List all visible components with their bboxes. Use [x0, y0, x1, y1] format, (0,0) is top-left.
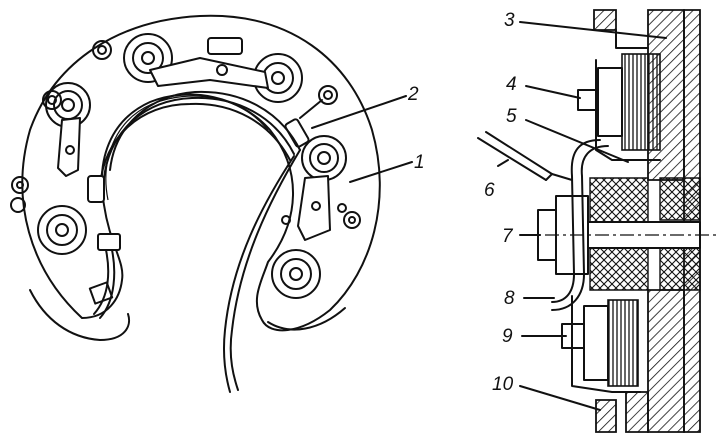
callout-1: 1: [414, 152, 425, 173]
leader-2: [311, 95, 407, 129]
diode-2: [37, 205, 87, 255]
insulator: [589, 177, 701, 291]
callout-8: 8: [504, 288, 515, 309]
leaders: [497, 21, 667, 411]
leader-1: [349, 161, 413, 183]
callout-5: 5: [506, 106, 517, 127]
plate-upper: [593, 9, 617, 31]
wiring-harness: [87, 90, 301, 251]
diode-3: [123, 33, 173, 83]
rectifier-plate-view: [10, 14, 413, 393]
lead-wire: [477, 131, 573, 181]
plate-lower: [595, 399, 617, 433]
callout-4: 4: [506, 74, 517, 95]
callout-2: 2: [407, 84, 419, 105]
sectional-view: [477, 9, 716, 433]
diode-6: [271, 249, 321, 299]
callout-9: 9: [502, 326, 513, 347]
callout-7: 7: [502, 226, 514, 247]
callout-labels: 1 2 3 4 5 6 7 8 9 10: [407, 10, 517, 395]
lower-diode: [561, 295, 641, 393]
diode-straps: [57, 37, 347, 241]
upper-diode: [577, 53, 661, 161]
callout-3: 3: [504, 10, 515, 31]
callout-6: 6: [484, 180, 495, 201]
output-leads: [93, 149, 301, 393]
callout-10: 10: [492, 374, 514, 395]
